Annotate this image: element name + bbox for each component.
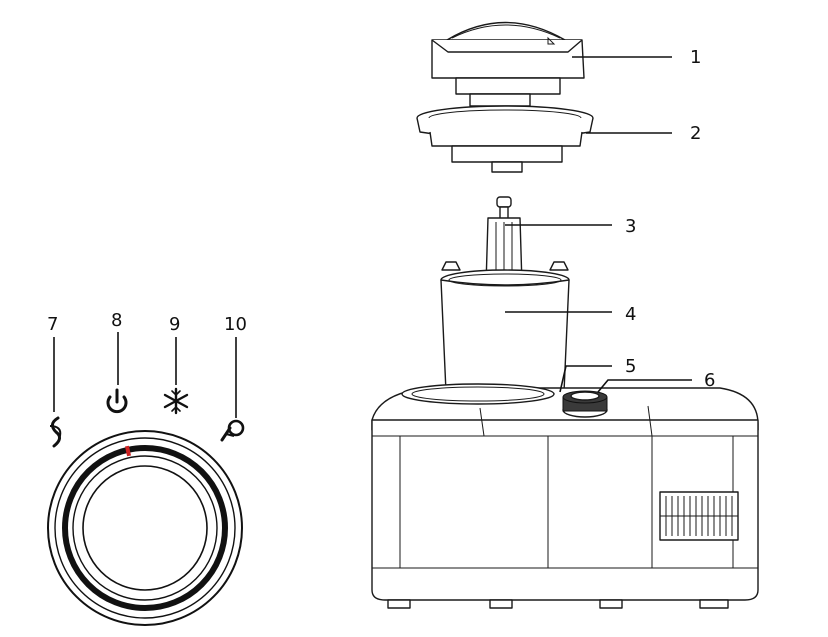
callout-6: 6 — [704, 370, 715, 391]
base-control-knob — [562, 390, 608, 418]
ice-cream-cone-icon — [220, 419, 245, 442]
callout-8: 8 — [111, 310, 122, 331]
callout-5: 5 — [625, 356, 636, 377]
power-icon — [106, 388, 128, 414]
dial-indicator — [125, 445, 131, 457]
callout-1: 1 — [690, 47, 701, 68]
callout-10: 10 — [224, 314, 247, 335]
control-dial — [47, 430, 243, 626]
base-unit — [371, 383, 759, 609]
callout-9: 9 — [169, 314, 180, 335]
leader-line-5 — [559, 365, 612, 393]
callout-4: 4 — [625, 304, 636, 325]
vent-grille — [659, 491, 739, 541]
callout-2: 2 — [690, 123, 701, 144]
leader-line-6 — [597, 379, 692, 393]
bowl — [440, 261, 570, 398]
snowflake-icon — [163, 387, 189, 415]
swirl-icon — [49, 416, 62, 448]
callout-7: 7 — [47, 314, 58, 335]
callout-3: 3 — [625, 216, 636, 237]
lid-ring — [416, 105, 594, 173]
lid-motor-unit — [431, 21, 585, 118]
